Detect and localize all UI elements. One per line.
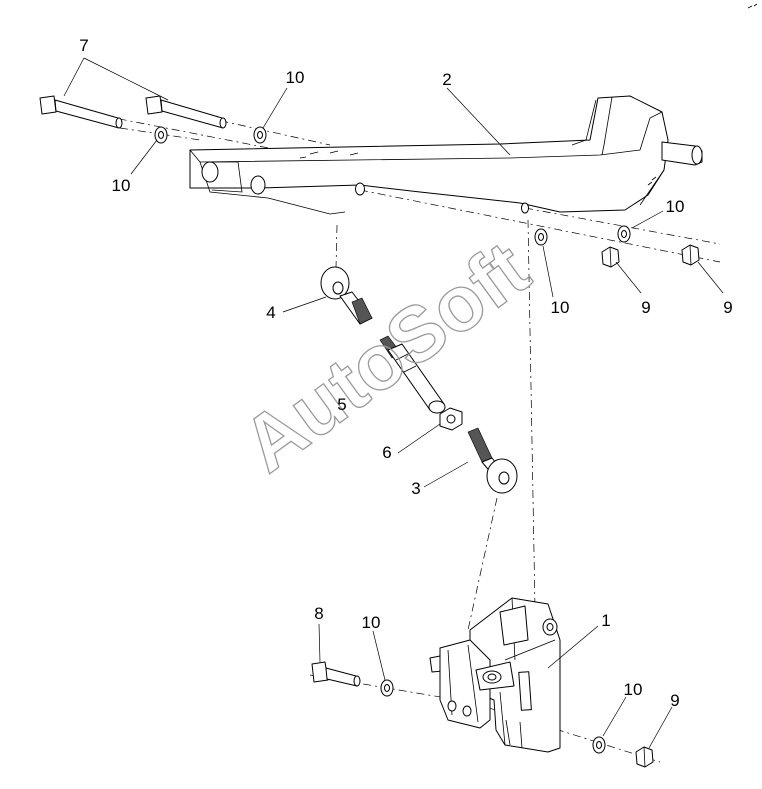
callout-7: 7 [79,36,88,55]
nut-6 [439,407,463,431]
callout-10-bottom-left: 10 [362,613,381,632]
callout-10-bottom-right: 10 [624,680,643,699]
leader-lines [63,57,724,749]
callout-3: 3 [411,479,420,498]
rod-end-4 [320,266,373,325]
callout-8: 8 [314,604,323,623]
callout-9-bottom: 9 [670,691,679,710]
callouts: 7 10 2 10 10 4 10 9 9 5 6 3 1 8 10 10 9 [79,36,732,710]
callout-2: 2 [442,70,451,89]
callout-10-right: 10 [666,197,685,216]
callout-4: 4 [266,303,275,322]
corner-mark [747,3,758,9]
bolt-8 [311,661,361,687]
callout-10-left: 10 [112,176,131,195]
nuts-9 [601,244,700,768]
callout-6: 6 [382,443,391,462]
callout-1: 1 [601,611,610,630]
callout-10-top: 10 [286,68,305,87]
bracket-1 [429,597,561,753]
bolt-7-right [145,95,227,129]
callout-9-right: 9 [723,298,732,317]
rod-end-3 [467,427,518,494]
bolt-7-left [39,95,123,129]
bracket-2 [189,95,703,215]
adjuster-5 [379,335,446,414]
callout-5: 5 [337,395,346,414]
washers-10 [154,126,631,754]
callout-10-mid: 10 [551,298,570,317]
callout-9-mid: 9 [641,298,650,317]
